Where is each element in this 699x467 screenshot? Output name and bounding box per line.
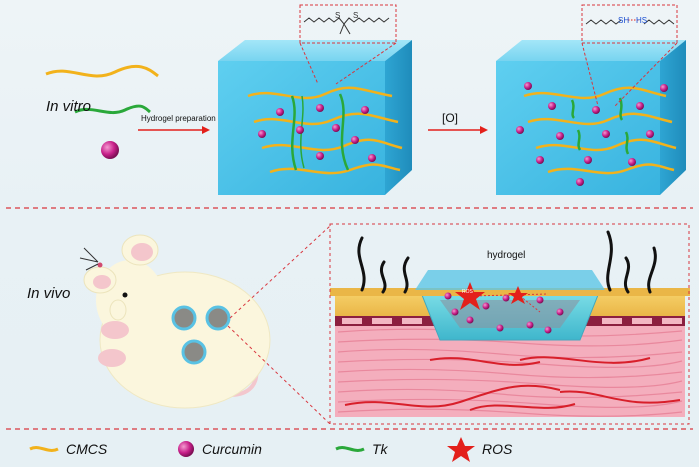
ros-star-large: [455, 282, 485, 310]
thiol-structure-icon: [585, 19, 675, 25]
in-vitro-label: In vitro: [46, 98, 92, 115]
skin-cross-section: [330, 230, 690, 417]
thiol-callout-lead-left: [581, 42, 599, 107]
legend-ros-icon: [447, 437, 475, 462]
mouse-icon: [79, 234, 271, 409]
preparation-arrow-label: Hydrogel preparation: [141, 114, 216, 123]
wound-sites: [171, 305, 231, 365]
curcumin-in-cube-1: [258, 104, 376, 162]
ros-star-text: ROS: [462, 289, 473, 295]
thioketal-callout-lead-left: [299, 42, 319, 85]
thioketal-s-atom-2: S: [353, 11, 358, 20]
preparation-arrowhead: [202, 126, 210, 134]
tk-chain-raw: [74, 104, 151, 115]
curcumin-sphere-raw: [101, 141, 119, 159]
hydrogel-cube-1: [218, 40, 412, 195]
legend-ros-label: ROS: [482, 441, 513, 457]
ros-star-small: [508, 286, 528, 304]
hydrogel-label: hydrogel: [487, 250, 526, 261]
curcumin-in-cube-2: [516, 82, 668, 186]
thiol-sh-left: SH: [618, 16, 629, 25]
thioketal-callout-box: [299, 4, 397, 44]
legend-curcumin-icon: [178, 441, 194, 457]
cmcs-chain-raw: [45, 64, 159, 78]
in-vivo-label: In vivo: [27, 285, 71, 302]
zoom-box: [329, 223, 690, 425]
legend-cmcs-icon: [29, 446, 59, 452]
network-cube-2: [523, 86, 677, 175]
legend-curcumin-label: Curcumin: [202, 441, 262, 457]
thioketal-s-atom-1: S: [335, 11, 340, 20]
legend-tk-label: Tk: [372, 441, 388, 457]
thioketal-callout-lead-right: [335, 42, 397, 85]
network-cube-1: [247, 86, 403, 175]
legend-tk-icon: [335, 446, 365, 452]
thiol-callout-box: [581, 4, 678, 44]
legend-cmcs-label: CMCS: [66, 441, 108, 457]
thioketal-structure-icon: [303, 17, 390, 35]
thiol-hs-right: HS: [636, 16, 647, 25]
zoom-lead-top: [229, 225, 331, 319]
oxidation-arrow-label: [O]: [442, 111, 459, 125]
oxidation-arrowhead: [480, 126, 488, 134]
